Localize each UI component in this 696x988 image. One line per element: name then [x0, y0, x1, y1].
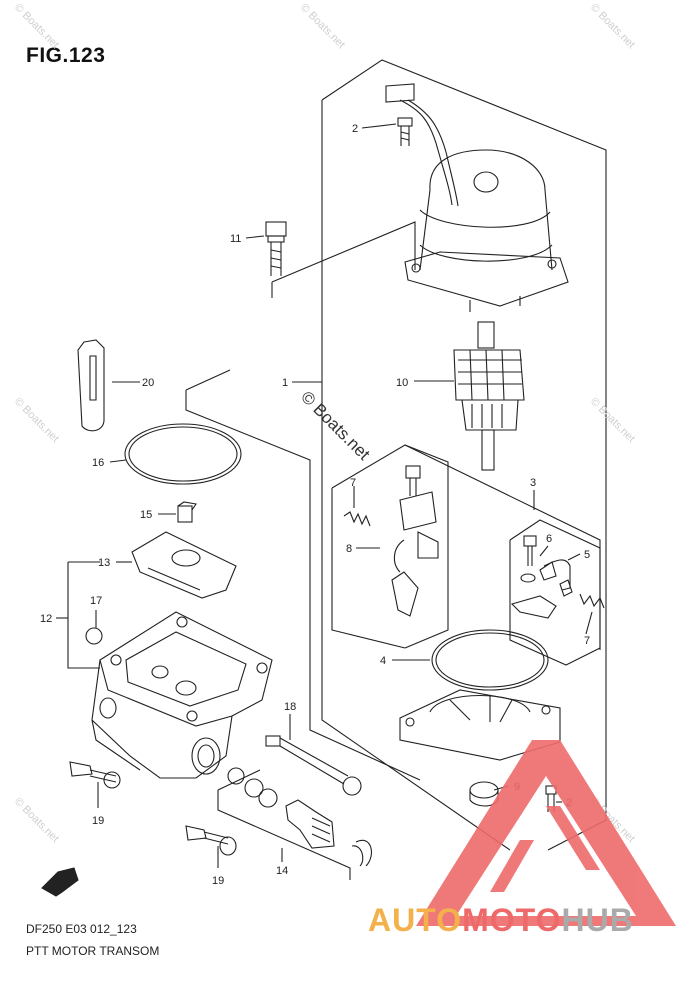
callout-labels: 2 11 1 10 20 16 15 13 12 17 18 19 19 14 …	[40, 123, 590, 887]
assembly-outline-housing	[185, 369, 421, 781]
callout-7-right: 7	[584, 635, 590, 647]
watermark-1: © Boats.net	[12, 2, 61, 51]
brush-5	[510, 535, 573, 619]
leader-lines	[56, 123, 593, 868]
callout-11: 11	[230, 233, 241, 245]
callout-4: 4	[380, 655, 386, 667]
bolt-19-upper	[69, 761, 121, 789]
callout-6: 6	[546, 533, 552, 545]
motor-housing	[385, 83, 569, 312]
brand-part-hub: HUB	[561, 902, 634, 938]
callout-15: 15	[140, 509, 152, 521]
o-ring-17	[85, 627, 103, 645]
watermark-center: © Boats.net	[297, 387, 374, 464]
brush-subgroup-outline	[509, 519, 601, 666]
triangle-logo-icon	[416, 740, 676, 926]
figure-code: DF250 E03 012_123	[26, 922, 137, 936]
callout-1: 1	[282, 377, 288, 389]
callout-14: 14	[276, 865, 288, 877]
svg-text:FWD: FWD	[54, 881, 70, 888]
brand-part-auto: AUTO	[368, 902, 463, 938]
bolt-18	[265, 735, 362, 796]
watermark-4: © Boats.net	[12, 396, 61, 445]
bracket-12	[67, 562, 100, 669]
fwd-arrow-icon: FWD	[41, 867, 79, 897]
brand-wordmark: AUTOMOTOHUB	[368, 902, 634, 939]
bolt-19-lower	[185, 825, 237, 856]
figure-title: FIG.123	[26, 44, 106, 67]
brush-holder-8	[391, 465, 439, 617]
screw-2-top	[397, 117, 413, 146]
callout-2-top: 2	[352, 123, 358, 135]
spring-7-right	[579, 593, 605, 609]
watermarks: © Boats.net © Boats.net © Boats.net © Bo…	[12, 2, 637, 845]
valve-15	[177, 501, 197, 523]
callout-19-lower: 19	[212, 875, 224, 887]
callout-17: 17	[90, 595, 102, 607]
o-ring-16	[124, 423, 242, 485]
callout-5: 5	[584, 549, 590, 561]
callout-8: 8	[346, 543, 352, 555]
clip-20	[77, 339, 105, 432]
pump-housing	[91, 611, 273, 779]
callout-10: 10	[396, 377, 408, 389]
callout-13: 13	[98, 557, 110, 569]
assembly-outline-1	[271, 59, 607, 851]
bolt-11	[265, 221, 287, 276]
callout-16: 16	[92, 457, 104, 469]
watermark-2: © Boats.net	[298, 2, 347, 51]
brand-part-moto: MOTO	[462, 902, 562, 938]
callout-12: 12	[40, 613, 52, 625]
watermark-3: © Boats.net	[588, 2, 637, 51]
o-ring-4	[431, 629, 549, 691]
watermark-6: © Boats.net	[12, 796, 61, 845]
spring-7-left	[343, 511, 371, 527]
figure-name: PTT MOTOR TRANSOM	[26, 944, 160, 958]
seal-kit-outline	[217, 769, 351, 880]
plate-13	[131, 531, 237, 599]
callout-7-left: 7	[350, 477, 356, 489]
watermark-5: © Boats.net	[588, 396, 637, 445]
callout-20: 20	[142, 377, 154, 389]
callout-18: 18	[284, 701, 296, 713]
callout-3: 3	[530, 477, 536, 489]
seal-kit-14	[227, 767, 372, 867]
armature-10	[453, 321, 525, 471]
callout-19-upper: 19	[92, 815, 104, 827]
